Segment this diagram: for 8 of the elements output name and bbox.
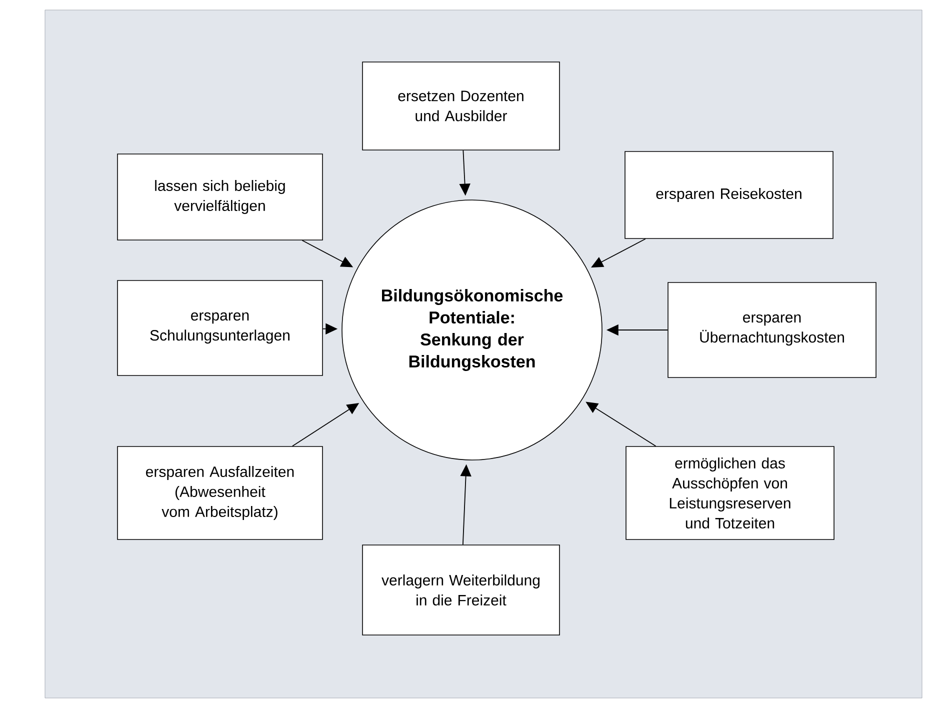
- text-box: ermöglichen das Ausschöpfen von Leistungsreserven und Totzeiten: [626, 446, 834, 540]
- text-box: verlagern Weiterbildung in die Freizeit: [362, 544, 560, 636]
- text-box: ersparen Übernachtungskosten: [668, 282, 876, 378]
- text-box: ersparen Ausfallzeiten (Abwesenheit vom Arbeitsplatz): [117, 446, 323, 540]
- text-box: ersetzen Dozenten und Ausbilder: [362, 62, 560, 150]
- text-box: ersparen Reisekosten: [624, 151, 834, 239]
- text-box: ersparen Schulungsunterlagen: [117, 280, 323, 376]
- text-box: lassen sich beliebig vervielfältigen: [117, 154, 323, 240]
